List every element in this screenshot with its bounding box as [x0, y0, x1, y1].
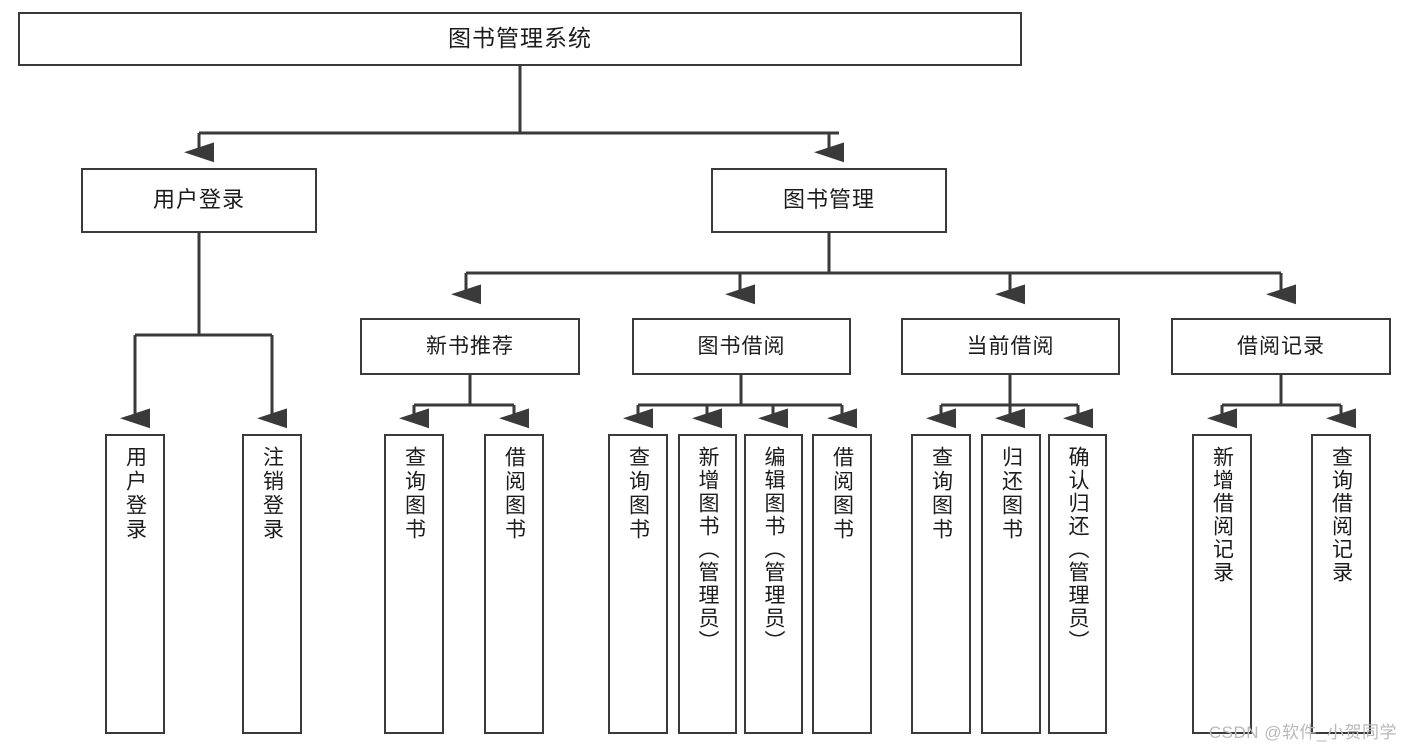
- leaf-book-borrow-borrow[interactable]: 借阅图书: [812, 434, 872, 734]
- node-label: 新书推荐: [426, 334, 514, 358]
- node-root-system[interactable]: 图书管理系统: [18, 12, 1022, 66]
- node-new-book-recommend[interactable]: 新书推荐: [360, 318, 580, 375]
- node-label: 查询图书: [402, 446, 426, 542]
- node-label: 借阅图书: [502, 446, 526, 542]
- leaf-new-book-query[interactable]: 查询图书: [384, 434, 444, 734]
- leaf-book-borrow-add[interactable]: 新增图书（管理员）: [678, 434, 737, 734]
- node-book-management[interactable]: 图书管理: [711, 168, 947, 233]
- node-label: 新增借阅记录: [1210, 446, 1234, 584]
- node-label: 归还图书: [999, 446, 1023, 542]
- node-label: 确认归还（管理员）: [1066, 446, 1089, 653]
- leaf-current-borrow-query[interactable]: 查询图书: [911, 434, 971, 734]
- node-book-borrow[interactable]: 图书借阅: [632, 318, 851, 375]
- leaf-book-borrow-query[interactable]: 查询图书: [608, 434, 668, 734]
- leaf-borrow-record-add[interactable]: 新增借阅记录: [1192, 434, 1252, 734]
- leaf-book-borrow-edit[interactable]: 编辑图书（管理员）: [744, 434, 803, 734]
- leaf-borrow-record-query[interactable]: 查询借阅记录: [1311, 434, 1371, 734]
- node-label: 图书管理系统: [448, 25, 592, 52]
- node-label: 编辑图书（管理员）: [762, 446, 785, 653]
- node-label: 当前借阅: [966, 334, 1055, 358]
- node-label: 查询借阅记录: [1329, 446, 1353, 584]
- leaf-user-login-logout[interactable]: 注销登录: [242, 434, 302, 734]
- node-label: 借阅图书: [830, 446, 854, 542]
- node-label: 借阅记录: [1237, 334, 1325, 358]
- node-label: 查询图书: [626, 446, 650, 542]
- node-label: 注销登录: [260, 446, 284, 542]
- node-user-login[interactable]: 用户登录: [81, 168, 317, 233]
- node-label: 新增图书（管理员）: [696, 446, 719, 653]
- node-label: 查询图书: [929, 446, 953, 542]
- leaf-user-login-login[interactable]: 用户登录: [105, 434, 165, 734]
- node-label: 图书借阅: [697, 334, 786, 358]
- node-label: 图书管理: [782, 187, 875, 213]
- node-label: 用户登录: [152, 187, 245, 213]
- leaf-current-borrow-return[interactable]: 归还图书: [981, 434, 1041, 734]
- leaf-current-borrow-confirm-return[interactable]: 确认归还（管理员）: [1048, 434, 1107, 734]
- node-label: 用户登录: [123, 446, 147, 542]
- leaf-new-book-borrow[interactable]: 借阅图书: [484, 434, 544, 734]
- node-current-borrow[interactable]: 当前借阅: [901, 318, 1120, 375]
- node-borrow-record[interactable]: 借阅记录: [1171, 318, 1391, 375]
